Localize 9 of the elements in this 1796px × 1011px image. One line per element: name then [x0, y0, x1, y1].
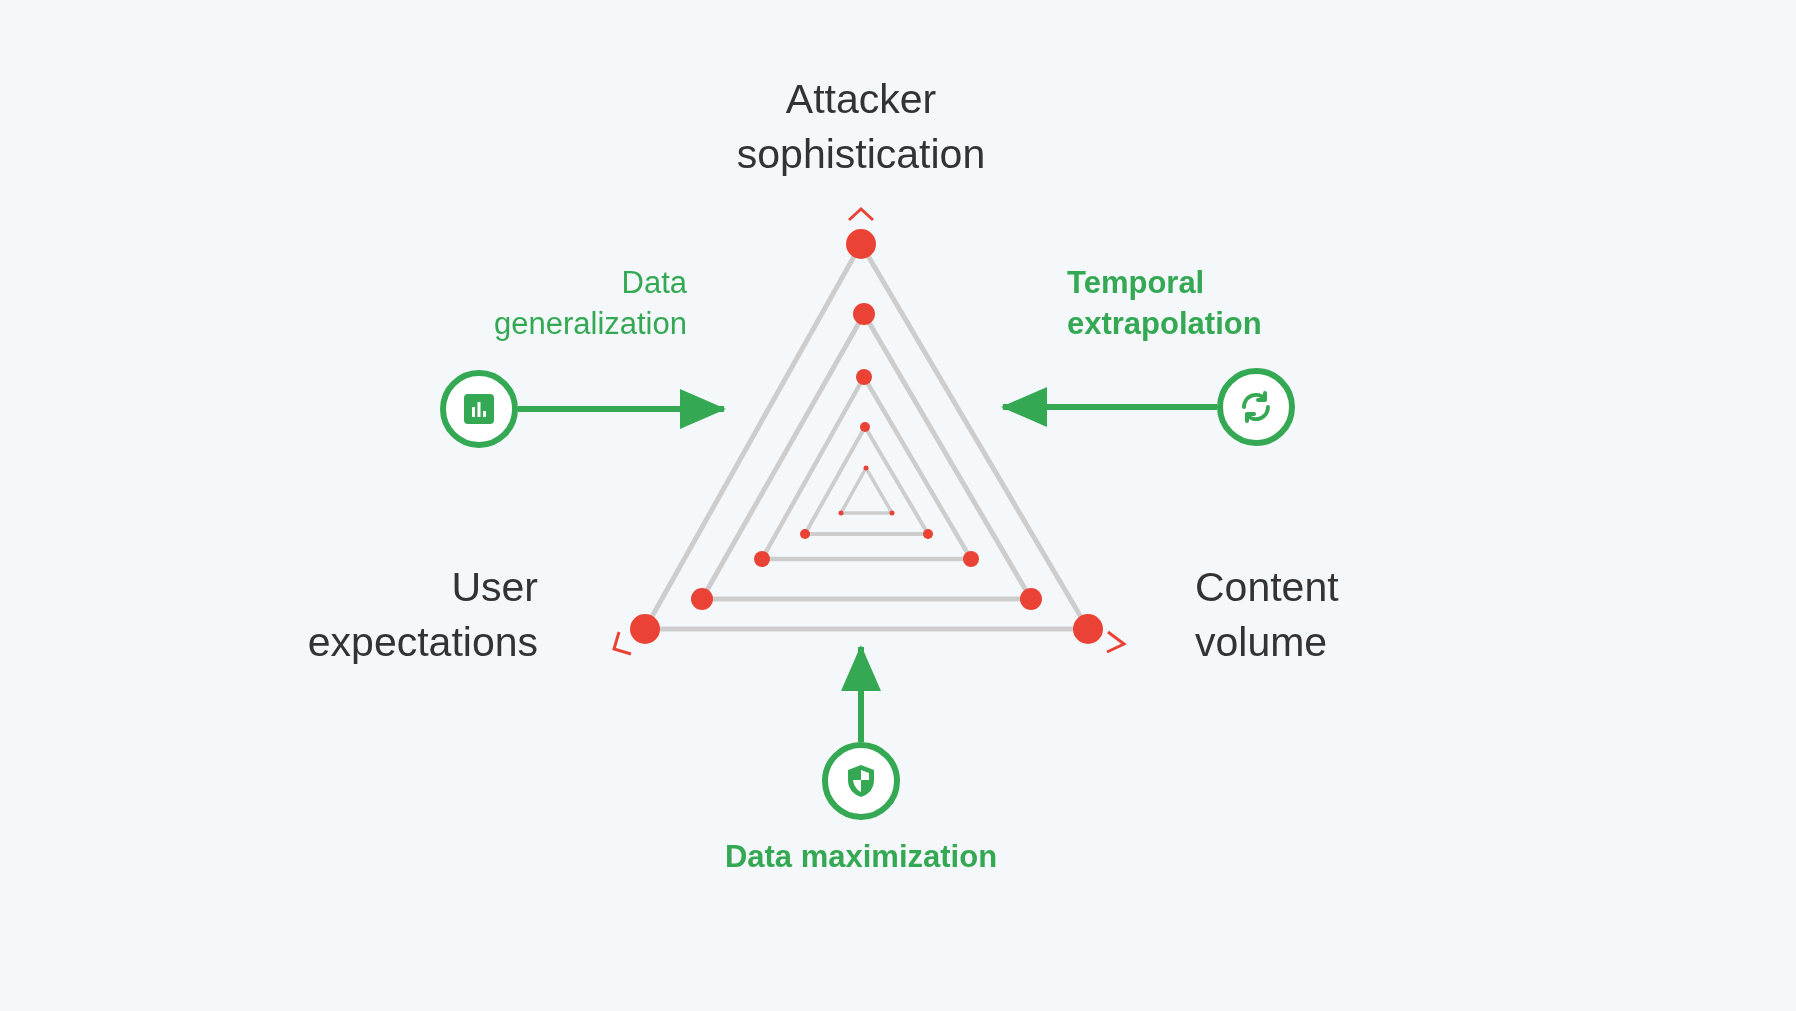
- node-label: Data generalization: [492, 264, 687, 343]
- node-label: Temporal extrapolation: [1067, 264, 1263, 343]
- arrow: [518, 389, 726, 429]
- arrow: [841, 645, 881, 742]
- node-label: Data maximization: [723, 838, 999, 876]
- arrow: [1001, 387, 1217, 427]
- axis-label: Content volume: [1195, 563, 1340, 667]
- axis-label: User expectations: [306, 563, 538, 667]
- axis-label: Attacker sophistication: [735, 75, 987, 179]
